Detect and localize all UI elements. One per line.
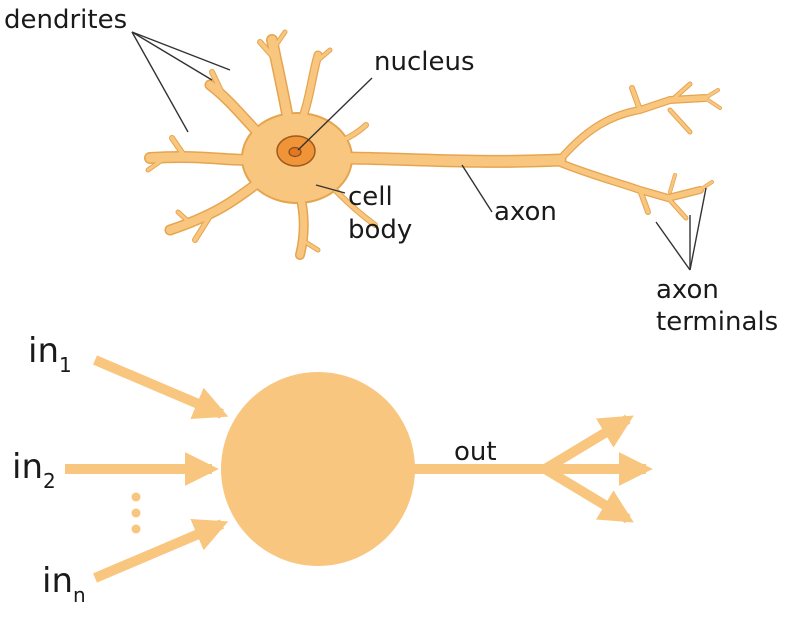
input-label-2: in2	[12, 447, 56, 493]
output-branch-3	[542, 464, 634, 524]
biological-neuron: dendrites nucleus cell body axon axon te…	[4, 5, 778, 337]
leader-terminals-3	[655, 221, 691, 271]
leader-dendrites-3	[131, 31, 189, 133]
label-nucleus: nucleus	[374, 47, 475, 77]
input-arrow-1	[93, 355, 229, 420]
label-cell-body-1: cell	[348, 182, 393, 212]
ellipsis-dot	[131, 524, 141, 534]
input-ellipsis	[131, 492, 141, 534]
neuron-node	[221, 372, 415, 566]
leader-nucleus	[297, 77, 373, 151]
artificial-neuron-model: in1 in2 inn out	[12, 331, 653, 607]
label-cell-body-2: body	[348, 215, 412, 245]
leader-axon	[461, 164, 493, 213]
output-branch-1	[542, 414, 634, 474]
ellipsis-dot	[131, 492, 141, 502]
label-axon-terminals-1: axon	[656, 275, 719, 305]
leader-lines	[131, 31, 707, 271]
leader-dendrites-1	[131, 31, 213, 81]
input-label-1: in1	[28, 331, 72, 377]
label-dendrites: dendrites	[4, 5, 127, 35]
leader-dendrites-2	[131, 31, 231, 71]
model-arrows	[65, 355, 653, 583]
leader-terminals-1	[689, 187, 707, 271]
input-label-n: inn	[42, 561, 86, 607]
label-axon: axon	[494, 197, 557, 227]
leader-cell-body	[315, 184, 346, 194]
ellipsis-dot	[131, 508, 141, 518]
output-label: out	[454, 437, 497, 467]
label-axon-terminals-2: terminals	[656, 307, 778, 337]
input-arrow-n	[93, 518, 229, 583]
